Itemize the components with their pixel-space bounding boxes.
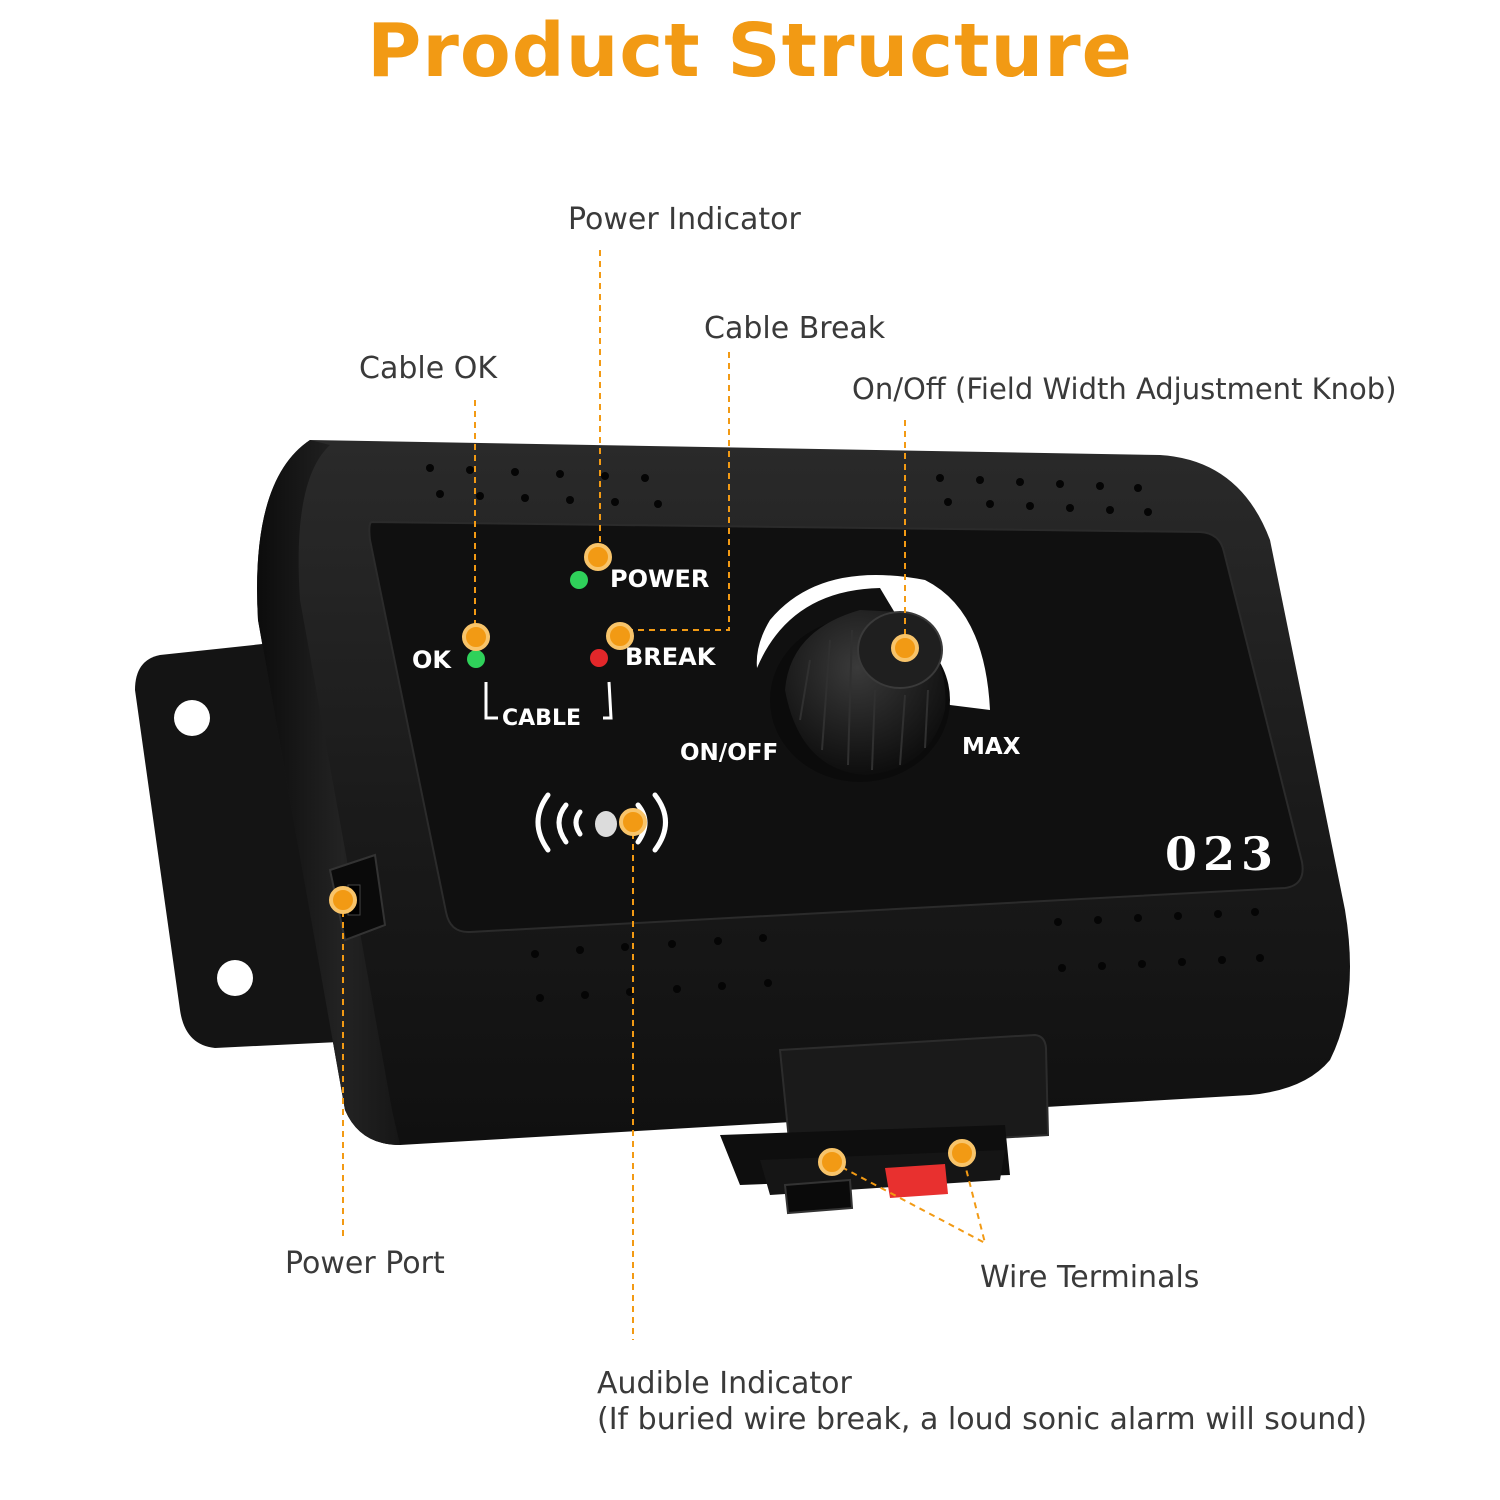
break-led — [590, 649, 608, 667]
callout-power-indicator: Power Indicator — [568, 202, 801, 237]
knob-scale-arc — [756, 575, 990, 710]
vent-holes-top-left — [426, 464, 662, 508]
marker-terminal-right — [948, 1139, 976, 1167]
black-terminal-lever — [783, 1178, 854, 1215]
wire-terminal-block — [720, 1033, 1050, 1215]
callout-wire-terminals: Wire Terminals — [980, 1260, 1200, 1295]
red-terminal-lever — [885, 1164, 948, 1198]
callout-on-off-knob: On/Off (Field Width Adjustment Knob) — [852, 372, 1397, 406]
leader-cable-break — [620, 352, 730, 631]
mounting-hole-top — [174, 700, 210, 736]
marker-knob — [891, 634, 919, 662]
buzzer-hole — [595, 811, 617, 837]
marker-terminal-left — [818, 1148, 846, 1176]
vent-holes-bottom-left — [531, 934, 772, 1002]
mounting-hole-bottom — [217, 960, 253, 996]
panel-max-label: MAX — [962, 734, 1021, 760]
panel-power-label: POWER — [610, 565, 709, 593]
ok-led — [467, 650, 485, 668]
callout-audible-indicator-note: (If buried wire break, a loud sonic alar… — [597, 1402, 1368, 1437]
marker-power-port — [329, 886, 357, 914]
vent-holes-top-right — [936, 474, 1152, 516]
callout-audible-indicator-title: Audible Indicator — [597, 1366, 852, 1401]
callout-cable-break: Cable Break — [704, 311, 886, 346]
page-title: Product Structure — [367, 8, 1133, 94]
callout-markers — [329, 543, 976, 1176]
callout-power-port: Power Port — [285, 1246, 445, 1281]
marker-power-led — [584, 543, 612, 571]
leader-wire-terminals — [831, 1152, 987, 1245]
panel-ok-label: OK — [412, 646, 452, 674]
panel-on-off-label: ON/OFF — [680, 740, 778, 766]
marker-audible — [619, 808, 647, 836]
callout-cable-ok: Cable OK — [359, 351, 497, 386]
vent-holes-bottom-right — [1054, 908, 1264, 972]
panel-cable-label: CABLE — [502, 706, 581, 731]
marker-break-led — [606, 622, 634, 650]
model-number: 023 — [1165, 827, 1279, 881]
panel-break-label: BREAK — [625, 643, 717, 671]
cable-bracket — [484, 681, 613, 720]
device-body — [257, 440, 1350, 1145]
marker-ok-led — [462, 623, 490, 651]
callout-audible-indicator: Audible Indicator (If buried wire break,… — [597, 1366, 1367, 1438]
power-led — [570, 571, 588, 589]
